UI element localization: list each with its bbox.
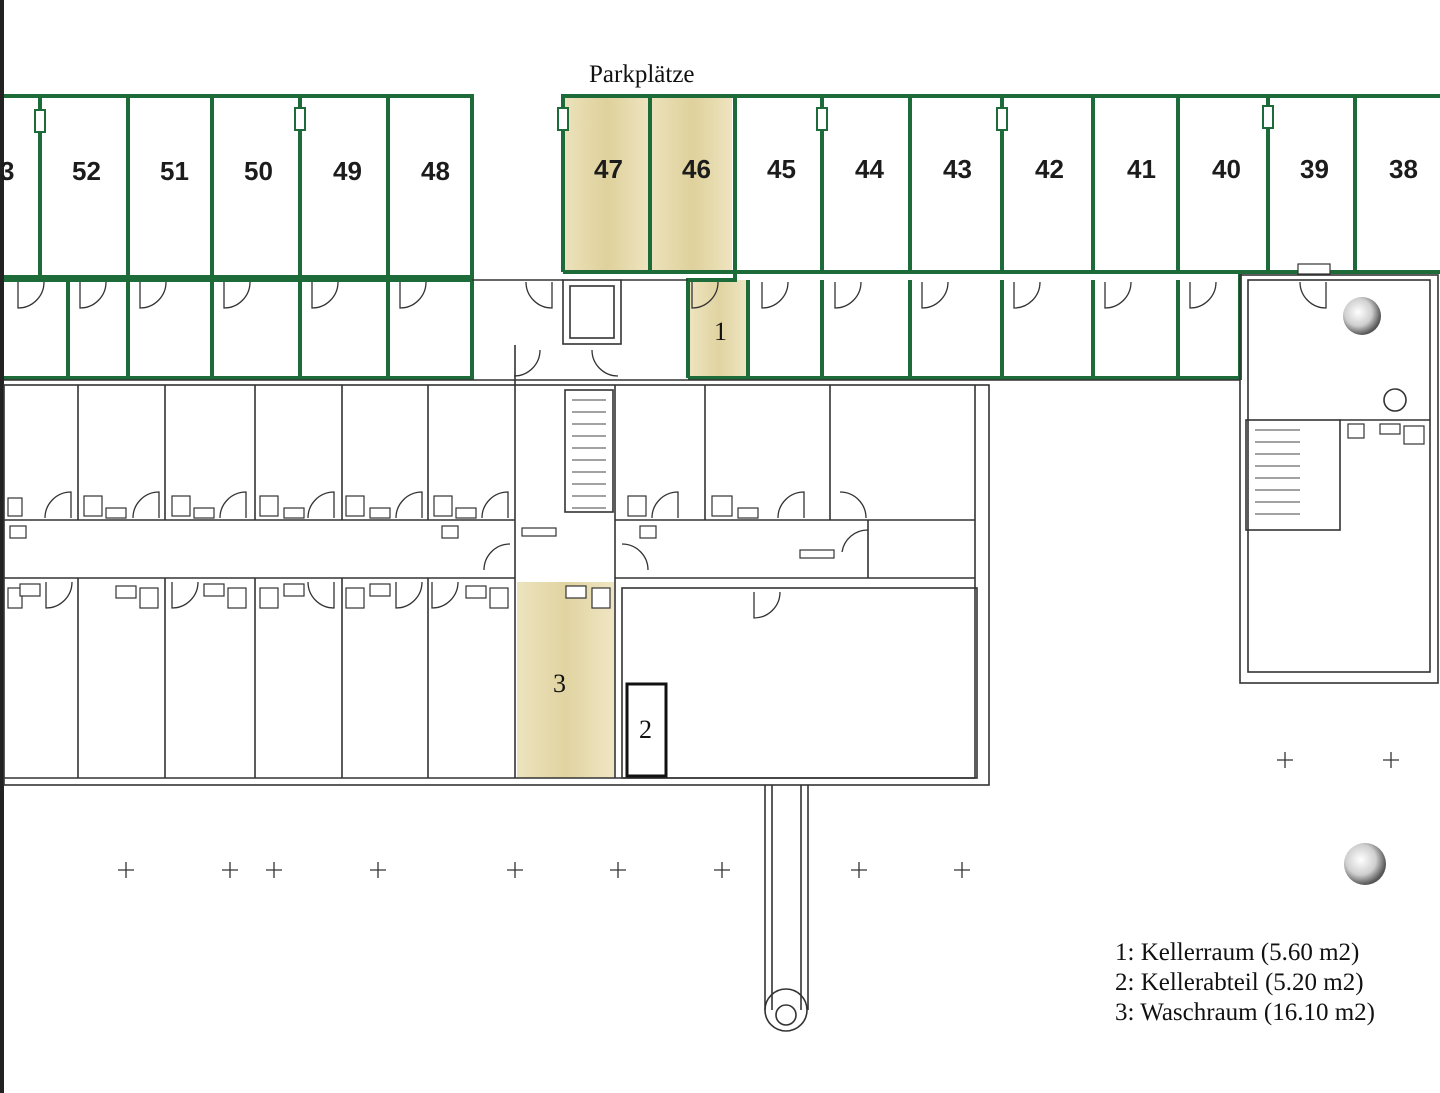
parking-area [4, 94, 1440, 380]
room-2-label: 2 [639, 715, 652, 744]
bay-number: 52 [72, 156, 101, 186]
highlight-bay-47 [565, 96, 649, 272]
plan-title: Parkplätze [589, 61, 695, 88]
bay-number: 43 [943, 154, 972, 184]
bay-number: 44 [855, 154, 884, 184]
bay-number: 3 [0, 156, 14, 186]
room-3-label: 3 [553, 669, 566, 698]
highlight-areas [517, 96, 748, 778]
legend-item-3: 3: Waschraum (16.10 m2) [1115, 999, 1375, 1026]
bay-number: 49 [333, 156, 362, 186]
column-markers [118, 752, 1399, 878]
bay-number: 51 [160, 156, 189, 186]
highlight-room-3 [517, 582, 614, 778]
binder-holes [1343, 297, 1386, 885]
legend: 1: Kellerraum (5.60 m2) 2: Kellerabteil … [1115, 939, 1375, 1026]
fixtures [7, 263, 1425, 609]
bay-number: 50 [244, 156, 273, 186]
room-1-label: 1 [714, 317, 727, 346]
door-swings [17, 281, 1327, 619]
bay-number: 48 [421, 156, 450, 186]
parking-numbers: 3 52 51 50 49 48 47 46 45 44 43 42 41 40… [0, 154, 1418, 186]
bay-number: 47 [594, 154, 623, 184]
legend-item-2: 2: Kellerabteil (5.20 m2) [1115, 969, 1364, 996]
bay-number: 38 [1389, 154, 1418, 184]
bay-number: 42 [1035, 154, 1064, 184]
pillar-markers [34, 105, 1274, 133]
room-2-box [625, 682, 668, 778]
highlight-room-1 [690, 280, 748, 376]
building-walls [3, 274, 1439, 1032]
bay-number: 39 [1300, 154, 1329, 184]
stair-treads [572, 399, 1300, 515]
highlight-bay-46 [652, 96, 732, 272]
legend-item-1: 1: Kellerraum (5.60 m2) [1115, 939, 1359, 966]
bay-number: 41 [1127, 154, 1156, 184]
page-left-edge [0, 0, 4, 1093]
bay-number: 40 [1212, 154, 1241, 184]
bay-number: 45 [767, 154, 796, 184]
bay-number: 46 [682, 154, 711, 184]
